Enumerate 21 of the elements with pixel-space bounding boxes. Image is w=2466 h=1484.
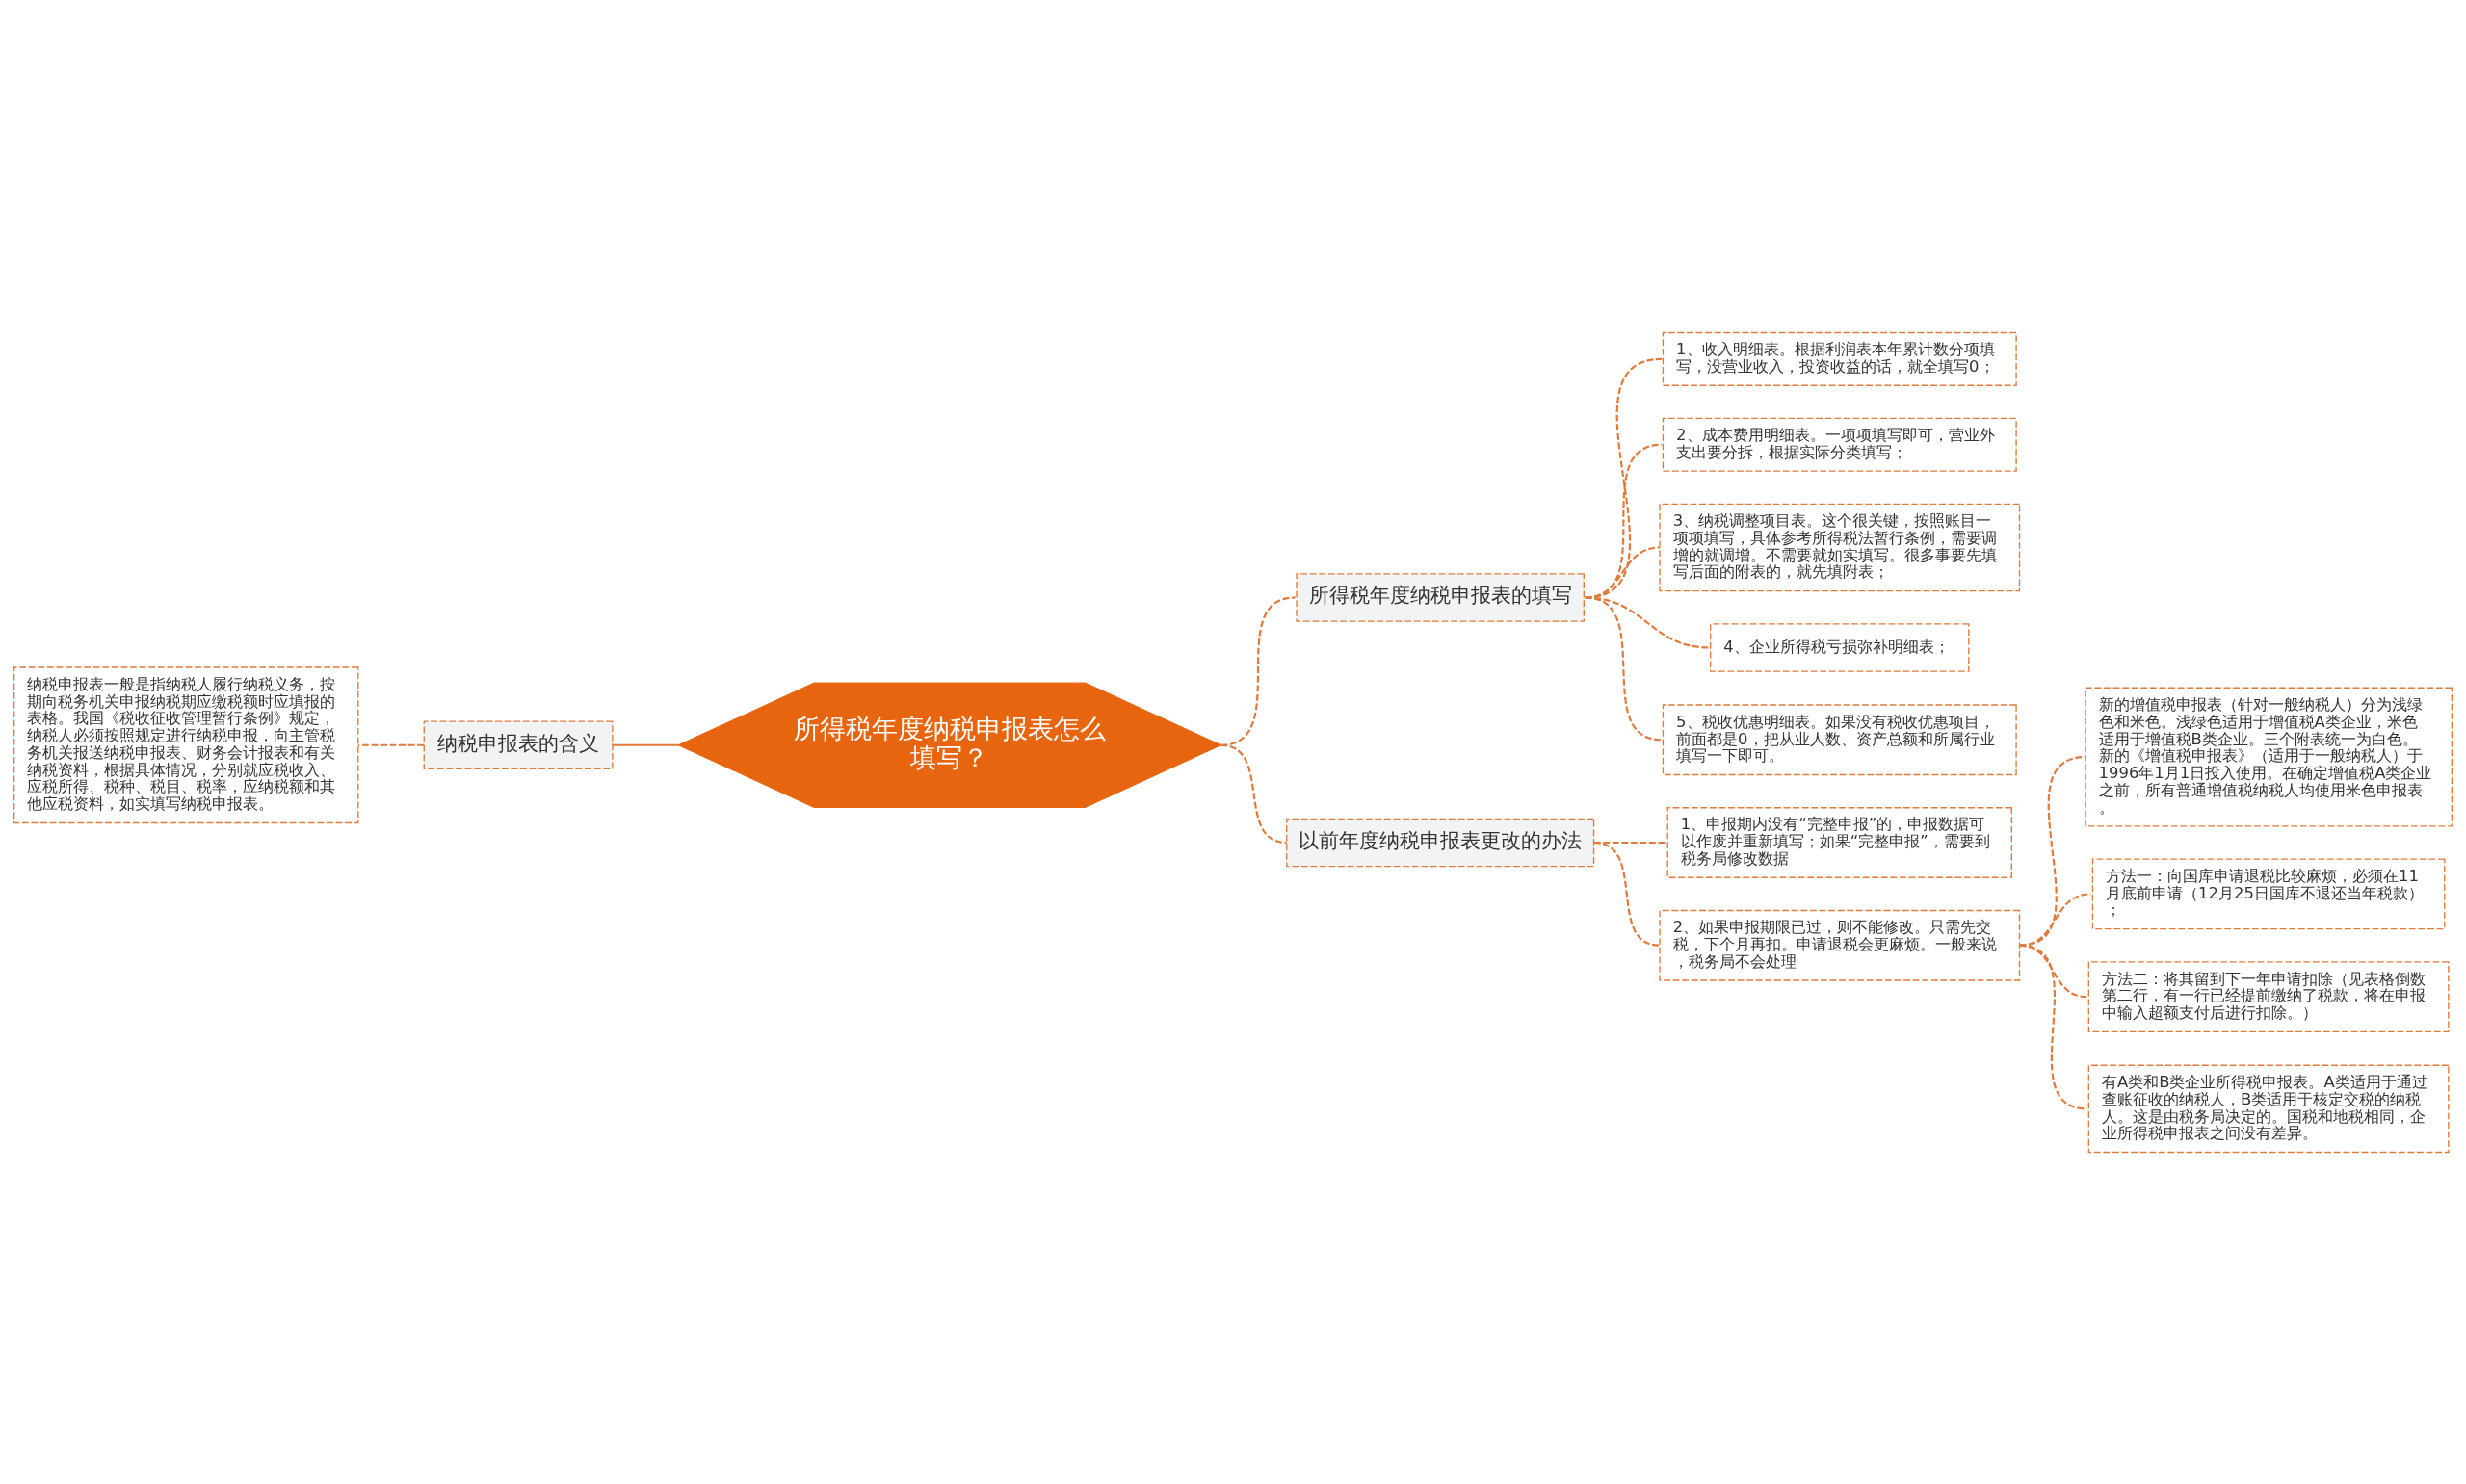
node-box: 有A类和B类企业所得税申报表。A类适用于通过查账征收的纳税人，B类适用于核定交税的纳税人。这是由税务局决定的。国税和地税相同，企业所得税申报表之间没有差异。	[2087, 1064, 2450, 1153]
node-box: 所得税年度纳税申报表的填写	[1296, 572, 1585, 622]
node-box: 2、成本费用明细表。一项项填写即可，营业外支出要分拆，根据实际分类填写；	[1662, 417, 2017, 472]
connector	[2019, 944, 2087, 1109]
node-box: 2、如果申报期限已过，则不能修改。只需先交税，下个月再扣。申请退税会更麻烦。一般来说，税务局不会处理	[1659, 909, 2021, 981]
node-box: 1、收入明细表。根据利润表本年累计数分项填写，没营业收入，投资收益的话，就全填写0；	[1662, 331, 2017, 386]
node-box: 3、纳税调整项目表。这个很关键，按照账目一项项填写，具体参考所得税法暂行条例，需要调增的就调增。不需要就如实填写。很多事要先填写后面的附表的，就先填附表；	[1659, 503, 2021, 591]
node-box: 5、税收优惠明细表。如果没有税收优惠项目，前面都是0，把从业人数、资产总额和所属行业填写一下即可。	[1662, 703, 2017, 775]
connector	[357, 743, 425, 746]
node-box: 4、企业所得税亏损弥补明细表；	[1709, 622, 1970, 672]
node-box: 方法一：向国库申请退税比较麻烦，必须在11月底前申请（12月25日国库不退还当年税款）；	[2091, 857, 2446, 929]
node-box: 纳税申报表一般是指纳税人履行纳税义务，按期向税务机关申报纳税期应缴税额时应填报的表格。我国《税收征收管理暂行条例》规定，纳税人必须按照规定进行纳税申报，向主管税务机关报送纳税申报表、财务会计报表和有关纳税资料，根据具体情况，分别就应税收入、应税所得、税种、税目、税率，应纳税额和其他应税资料，如实填写纳税申报表。	[13, 665, 359, 823]
node-box: 纳税申报表的含义	[423, 719, 614, 769]
connector	[1220, 743, 1287, 844]
node-box: 方法二：将其留到下一年申请扣除（见表格倒数第二行，有一行已经提前缴纳了税款，将在申报中输入超额支付后进行扣除。）	[2087, 960, 2450, 1032]
node-box: 以前年度纳税申报表更改的办法	[1286, 818, 1595, 867]
connector	[1593, 841, 1661, 947]
connector	[1585, 595, 1663, 741]
node-box: 1、申报期内没有“完整申报”的，申报数据可以作废并重新填写；如果“完整申报”，需要到税务局修改数据	[1666, 806, 2012, 878]
connector	[612, 743, 679, 746]
node-box: 新的增值税申报表（针对一般纳税人）分为浅绿色和米色。浅绿色适用于增值税A类企业，米色适用于增值税B类企业。三个附表统一为白色。新的《增值税申报表》（适用于一般纳税人）于1996年1月1日投入使用。在确定增值税A类企业之前，所有普通增值税纳税人均使用米色申报表。	[2085, 687, 2453, 827]
